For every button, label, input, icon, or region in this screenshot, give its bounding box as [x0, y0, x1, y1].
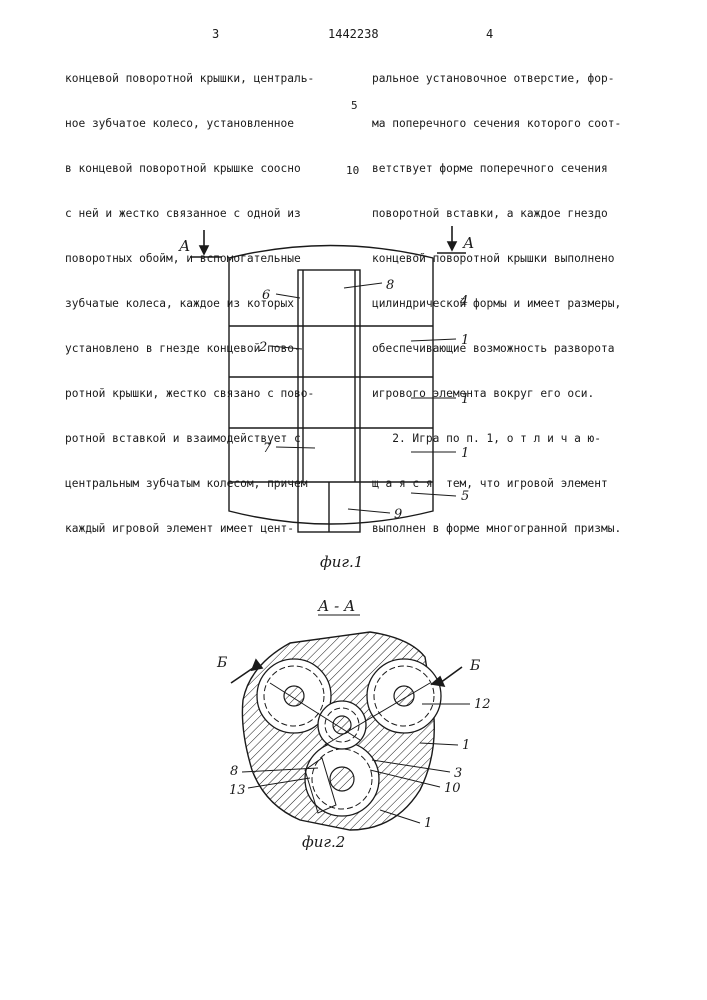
fig1-label-1c: 1: [461, 446, 469, 461]
device-body: [229, 246, 433, 533]
fig1-label-8: 8: [386, 278, 394, 293]
fig2-section-mark-left: Б: [216, 655, 227, 671]
fig2-label-1a: 1: [462, 738, 470, 753]
fig2-label-1b: 1: [424, 816, 432, 831]
fig2-title: А - А: [317, 597, 355, 615]
fig1-label-6: 6: [262, 288, 270, 303]
fig2-section-mark-right: Б: [469, 658, 480, 674]
fig2-label-10: 10: [444, 781, 461, 796]
fig1-label-9: 9: [394, 507, 402, 522]
section-arrows: [190, 226, 466, 257]
fig1-caption: фиг.1: [320, 553, 363, 571]
fig2-label-3: 3: [454, 766, 462, 781]
fig1-label-1a: 1: [461, 333, 469, 348]
fig1-label-2: 2: [258, 340, 267, 355]
fig1-label-5: 5: [461, 489, 469, 504]
fig2-label-8: 8: [230, 764, 238, 779]
fig1-label-1b: 1: [461, 392, 469, 407]
fig1-label-4: 4: [459, 294, 468, 309]
fig1-section-mark-right: А: [462, 234, 474, 252]
fig2-label-12: 12: [474, 697, 491, 712]
fig2-label-13: 13: [229, 783, 246, 798]
fig1-label-7: 7: [263, 441, 272, 456]
fig2-caption: фиг.2: [302, 833, 345, 851]
cross-section: [242, 632, 441, 830]
fig1-section-mark-left: А: [178, 237, 190, 255]
